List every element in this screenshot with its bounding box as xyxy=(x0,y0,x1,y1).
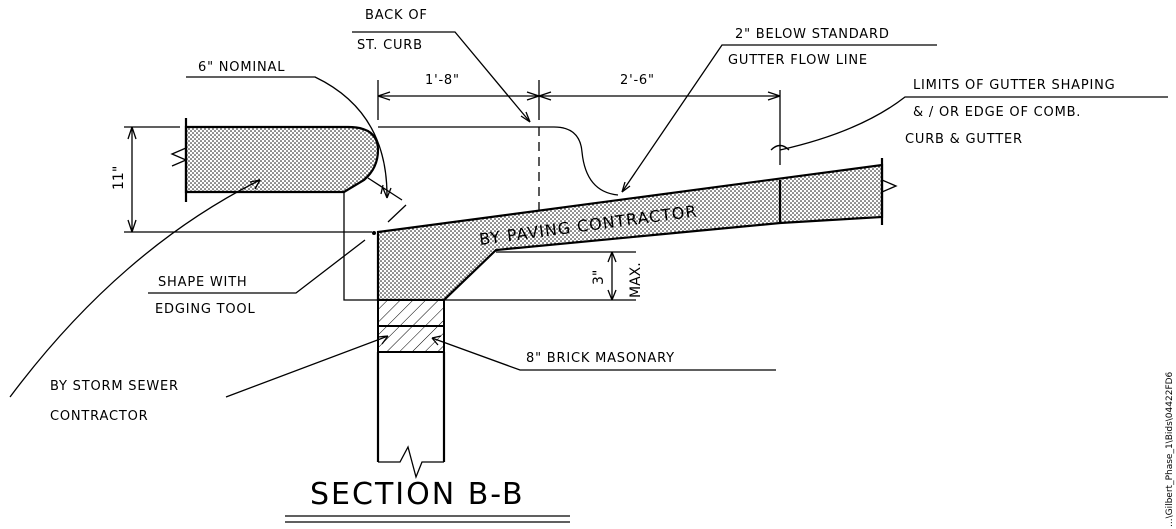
brick-label: 8" BRICK MASONARY xyxy=(526,351,675,366)
nominal-label: 6" NOMINAL xyxy=(198,60,285,75)
storm-sewer-leader xyxy=(9,179,389,398)
below-standard-leader xyxy=(621,44,937,193)
dimension-2-6 xyxy=(538,90,781,165)
max-label: MAX. xyxy=(628,262,644,298)
shape-with-label: SHAPE WITH xyxy=(158,275,248,290)
limits-label-2: & / OR EDGE OF COMB. xyxy=(913,105,1081,120)
brick-leader xyxy=(431,335,776,371)
edging-tool-label: EDGING TOOL xyxy=(155,302,256,317)
shape-edging-leader xyxy=(148,239,366,294)
storm-sewer-label-2: CONTRACTOR xyxy=(50,409,148,424)
dimension-1-8 xyxy=(377,80,540,120)
edging-angle-marks xyxy=(367,177,407,235)
curb-outline xyxy=(343,126,619,301)
storm-sewer-label-1: BY STORM SEWER xyxy=(50,379,179,394)
back-of-label-2: ST. CURB xyxy=(357,38,423,53)
dim-2-6-label: 2'-6" xyxy=(620,73,655,88)
limits-leader xyxy=(770,96,1168,151)
back-of-label-1: BACK OF xyxy=(365,8,428,23)
dimension-11 xyxy=(124,126,372,233)
dim-1-8-label: 1'-8" xyxy=(425,73,460,88)
section-title: SECTION B-B xyxy=(310,477,525,512)
dim-11-label: 11" xyxy=(111,166,127,190)
limits-label-1: LIMITS OF GUTTER SHAPING xyxy=(913,78,1116,93)
dimension-3-max xyxy=(444,251,636,301)
limits-label-3: CURB & GUTTER xyxy=(905,132,1023,147)
below-standard-label-2: GUTTER FLOW LINE xyxy=(728,53,868,68)
manhole-walls xyxy=(376,352,446,480)
left-break-line xyxy=(170,147,188,167)
side-file-path: ...\Gilbert_Phase_1\Bids\04422FD6 xyxy=(1165,371,1175,527)
below-standard-label-1: 2" BELOW STANDARD xyxy=(735,27,890,42)
nominal-leader xyxy=(186,76,392,199)
sidewalk-slab xyxy=(184,118,380,202)
brick-masonry xyxy=(377,299,445,353)
dim-3-label: 3" xyxy=(591,270,607,285)
back-of-curb-leader xyxy=(352,31,531,123)
title-underline xyxy=(285,515,570,523)
